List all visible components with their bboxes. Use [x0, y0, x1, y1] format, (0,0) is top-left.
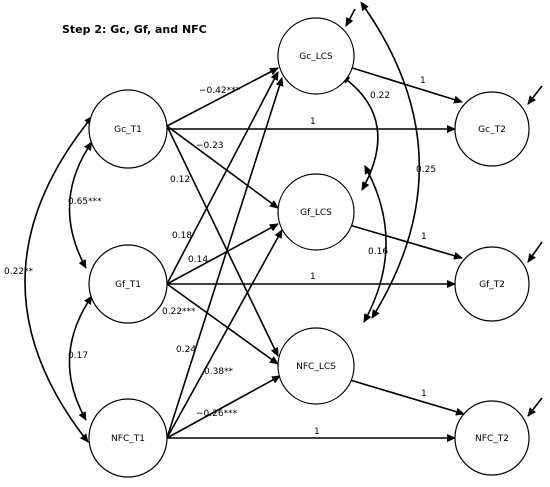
label-gf-lcs-gf-t2: 1 — [421, 232, 427, 242]
node-nfc-lcs: NFC_LCS — [277, 327, 355, 405]
label-gf-t1-gf-lcs: 0.14 — [188, 255, 208, 265]
label-gf-t1-gc-lcs: 0.18 — [172, 231, 192, 241]
edge-labels: −0.42*** −0.23 0.12 0.18 0.14 0.22*** 0.… — [4, 76, 436, 437]
variance-arrow-gf-t2 — [527, 241, 543, 263]
regression-paths — [166, 67, 284, 439]
label-cov-gc-gf-lcs: 0.22 — [370, 91, 390, 101]
label-gc-t1-gf-lcs: −0.23 — [196, 141, 224, 151]
label-gc-t1-nfc-lcs: 0.12 — [170, 175, 190, 185]
label-gc-t1-gc-lcs: −0.42*** — [199, 86, 241, 96]
node-gf-lcs: Gf_LCS — [277, 173, 355, 251]
label-gf-t1-nfc-lcs: 0.22*** — [162, 307, 196, 317]
node-gc-lcs: Gc_LCS — [277, 17, 355, 95]
label-cov-gf-nfc-t1: 0.17 — [68, 351, 88, 361]
variance-arrow-nfc-t2 — [527, 397, 543, 417]
node-nfc-t1: NFC_T1 — [88, 398, 168, 478]
variance-arrow-gc-lcs — [345, 8, 356, 27]
label-cov-gc-gf-t1: 0.65*** — [68, 197, 102, 207]
node-label: Gf_T1 — [115, 280, 141, 290]
node-label: Gf_T2 — [479, 280, 505, 290]
edge-nfc-t1-to-gf-lcs — [166, 229, 283, 439]
label-cov-gf-nfc-lcs: 0.16 — [368, 247, 388, 257]
label-cov-gc-nfc-t1: 0.22** — [4, 267, 34, 277]
label-gc-lcs-gc-t2: 1 — [420, 76, 426, 86]
node-label: Gc_T1 — [114, 125, 142, 135]
label-gf-t1-gf-t2: 1 — [310, 272, 316, 282]
label-nfc-t1-gf-lcs: 0.38** — [204, 367, 234, 377]
node-label: Gc_T2 — [478, 125, 506, 135]
node-label: Gc_LCS — [299, 52, 333, 62]
node-nfc-t2: NFC_T2 — [454, 400, 530, 476]
edge-nfc-t1-to-gc-lcs — [166, 77, 284, 439]
edge-gf-t1-to-gf-lcs — [166, 223, 279, 285]
variance-arrow-gc-t2 — [527, 85, 543, 105]
edge-gf-t1-to-gc-lcs — [166, 71, 279, 285]
label-nfc-lcs-nfc-t2: 1 — [421, 389, 427, 399]
edge-gf-t1-to-nfc-lcs — [166, 283, 279, 365]
node-gc-t1: Gc_T1 — [88, 89, 168, 169]
node-label: NFC_LCS — [296, 362, 336, 372]
label-nfc-t1-nfc-lcs: −0.26*** — [196, 409, 238, 419]
edge-nfc-lcs-to-nfc-t2 — [349, 379, 465, 416]
cov-gc-nfc-lcs — [360, 1, 421, 319]
lcs-covariances — [340, 1, 421, 323]
edge-nfc-t1-to-nfc-lcs — [166, 375, 281, 439]
label-nfc-t1-nfc-t2: 1 — [314, 427, 320, 437]
edge-gc-t1-to-gc-lcs — [166, 67, 279, 127]
cov-gf-nfc-t1 — [68, 295, 93, 421]
label-gc-t1-gc-t2: 1 — [310, 117, 316, 127]
node-label: NFC_T1 — [111, 434, 145, 444]
nodes: Gc_T1 Gf_T1 NFC_T1 Gc_LCS Gf_LCS NFC_LCS… — [88, 17, 530, 478]
cov-gc-gf-t1 — [68, 141, 93, 269]
edge-gc-t1-to-gf-lcs — [166, 125, 279, 209]
node-label: NFC_T2 — [475, 434, 509, 444]
node-gf-t2: Gf_T2 — [454, 246, 530, 322]
label-nfc-t1-gc-lcs: 0.24 — [176, 345, 196, 355]
label-cov-gc-nfc-lcs: 0.25 — [416, 165, 436, 175]
node-gf-t1: Gf_T1 — [88, 244, 168, 324]
diagram-title: Step 2: Gc, Gf, and NFC — [62, 23, 207, 36]
node-gc-t2: Gc_T2 — [454, 91, 530, 167]
cov-gc-nfc-t1 — [24, 115, 93, 443]
edge-gc-t1-to-nfc-lcs — [166, 125, 279, 357]
node-label: Gf_LCS — [300, 208, 332, 218]
variance-arrows — [345, 8, 543, 417]
t1-covariances — [24, 115, 93, 443]
